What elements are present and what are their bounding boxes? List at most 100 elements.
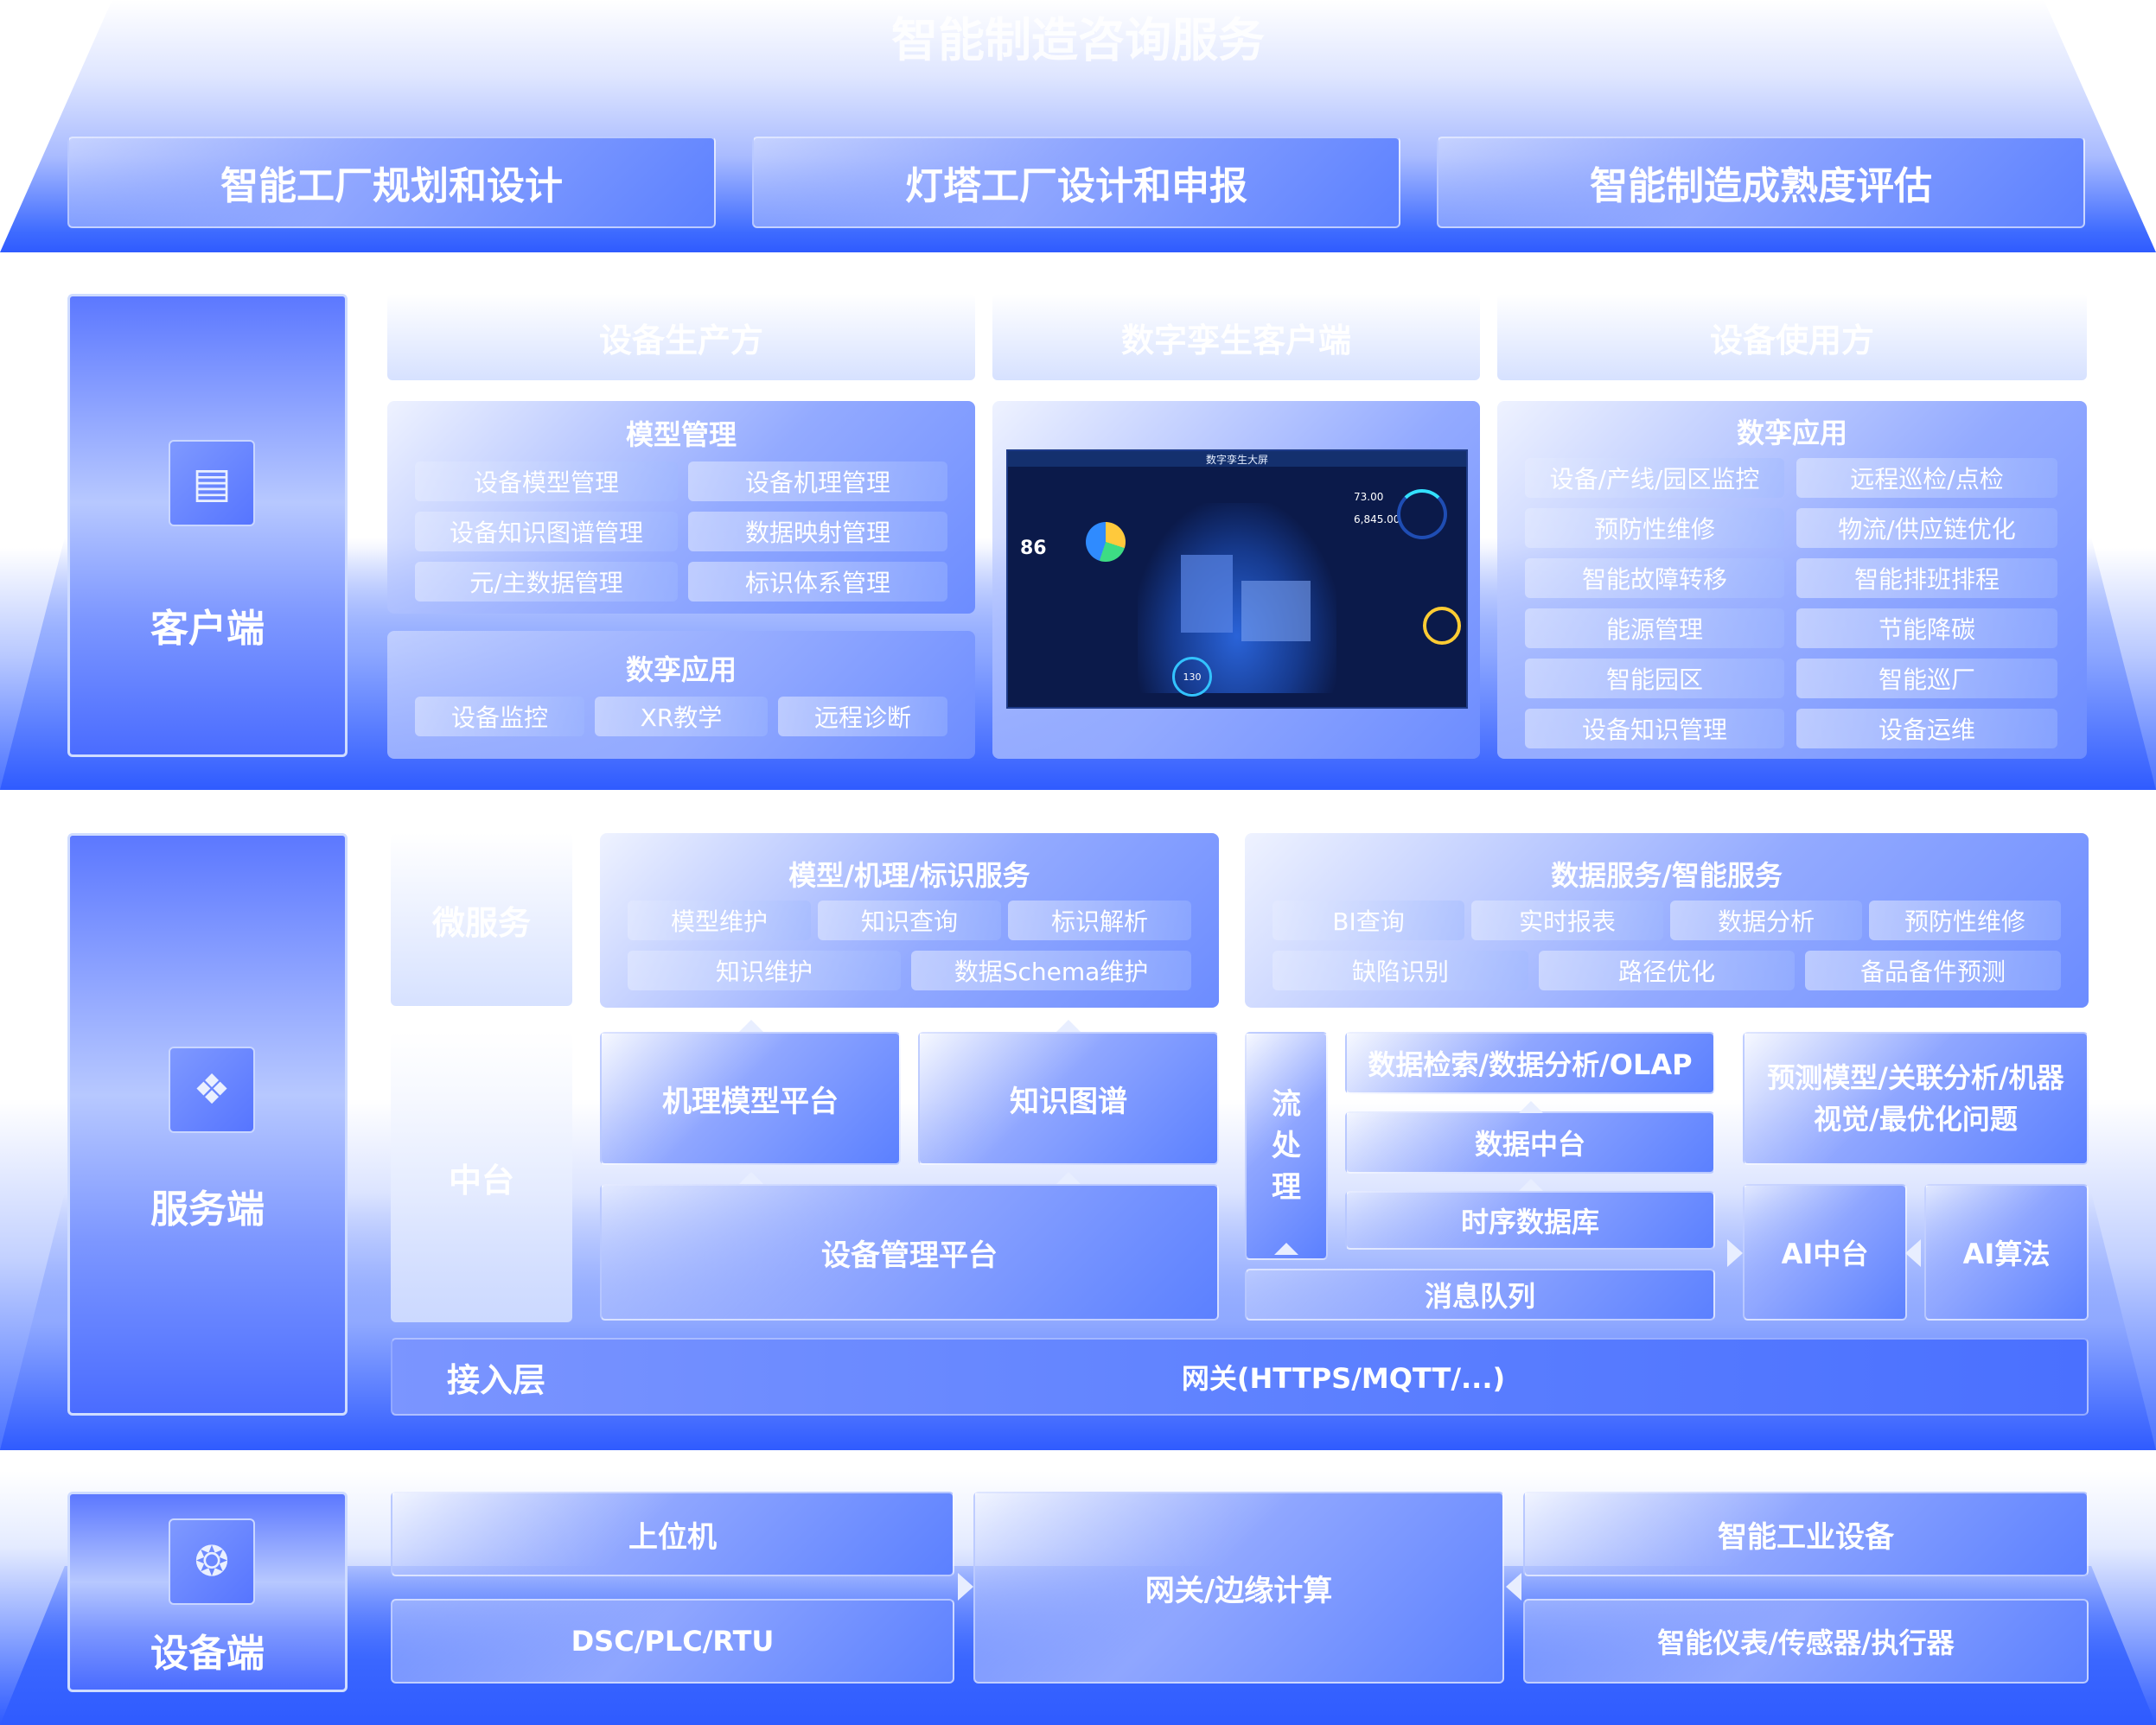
data-service-item-3: 预防性维修	[1869, 901, 2061, 940]
twin-app-left-title: 数孪应用	[625, 653, 737, 686]
data-service-item-6: 备品备件预测	[1805, 951, 2061, 990]
twin-app-right-item-3: 物流/供应链优化	[1796, 508, 2057, 548]
client-label: 客户端	[150, 607, 265, 651]
data-service-item-1: 实时报表	[1471, 901, 1663, 940]
twin-app-right-item-1: 远程巡检/点检	[1796, 458, 2057, 498]
olap-box: 数据检索/数据分析/OLAP	[1345, 1032, 1715, 1094]
twin-app-left-item-2: 远程诊断	[778, 697, 947, 736]
gateway-protocols: 网关(HTTPS/MQTT/...)	[1181, 1362, 1506, 1395]
model-mgmt-title: 模型管理	[625, 418, 737, 451]
cube-icon: ❂	[169, 1518, 255, 1605]
chart-icon: ▤	[169, 440, 255, 526]
tier-consulting: 智能制造咨询服务 智能工厂规划和设计 灯塔工厂设计和申报 智能制造成熟度评估	[0, 0, 2156, 252]
twin-gauge	[1397, 489, 1447, 539]
consulting-item-0: 智能工厂规划和设计	[67, 137, 716, 228]
twin-kpi-4: 130	[1172, 657, 1212, 697]
timeseries-db: 时序数据库	[1345, 1191, 1715, 1250]
arrow-right-icon	[1727, 1239, 1743, 1267]
model-service-title: 模型/机理/标识服务	[788, 859, 1030, 892]
twin-screen-group: 数字孪生大屏 86 73.00 6,845.00 130	[992, 401, 1480, 759]
twin-app-right-title: 数孪应用	[1736, 417, 1847, 449]
twin-dashboard-title: 数字孪生大屏	[1205, 454, 1268, 466]
model-mgmt-item-5: 标识体系管理	[688, 562, 947, 602]
data-middle-platform: 数据中台	[1345, 1111, 1715, 1174]
access-layer-row: 接入层 网关(HTTPS/MQTT/...)	[391, 1338, 2089, 1416]
arrow-up-icon	[1519, 1101, 1543, 1113]
model-mgmt-item-0: 设备模型管理	[415, 461, 678, 501]
data-service-group: 数据服务/智能服务 BI查询 实时报表 数据分析 预防性维修 缺陷识别 路径优化…	[1245, 833, 2089, 1008]
knowledge-graph-box: 知识图谱	[918, 1032, 1219, 1165]
client-side-panel: ▤ 客户端	[67, 294, 348, 757]
stream-processing: 流处理	[1245, 1032, 1328, 1260]
twin-app-right-item-11: 设备运维	[1796, 709, 2057, 748]
model-service-item-3: 知识维护	[628, 951, 901, 990]
data-service-item-0: BI查询	[1273, 901, 1464, 940]
arrow-left-icon	[1905, 1239, 1921, 1267]
access-layer-label: 接入层	[446, 1360, 545, 1399]
ai-middle-platform: AI中台	[1743, 1184, 1907, 1321]
arrow-up-icon	[739, 1020, 763, 1032]
arrow-left-icon	[1506, 1573, 1521, 1601]
twin-kpi-3: 6,845.00	[1354, 513, 1400, 525]
col-user: 设备使用方	[1497, 294, 2087, 380]
twin-app-right-item-0: 设备/产线/园区监控	[1525, 458, 1784, 498]
arrow-up-icon	[1519, 1179, 1543, 1191]
host-computer: 上位机	[391, 1492, 954, 1576]
middle-platform-label: 中台	[391, 1032, 572, 1322]
device-management-platform: 设备管理平台	[600, 1184, 1219, 1321]
consulting-item-1: 灯塔工厂设计和申报	[752, 137, 1400, 228]
twin-kpi-2: 73.00	[1354, 491, 1384, 503]
tier-client: ▤ 客户端 设备生产方 数字孪生客户端 设备使用方 模型管理 设备模型管理 设备…	[0, 252, 2156, 790]
tier-device: ❂ 设备端 上位机 DSC/PLC/RTU 网关/边缘计算 智能工业设备 智能仪…	[0, 1471, 2156, 1725]
twin-donut	[1423, 607, 1461, 645]
arrow-up-icon	[1274, 1243, 1298, 1255]
server-side-panel: ❖ 服务端	[67, 833, 348, 1416]
industrial-devices: 智能工业设备	[1523, 1492, 2089, 1576]
twin-kpi-1: 86	[1020, 538, 1047, 559]
arrow-up-icon	[739, 1172, 763, 1184]
twin-dashboard-screen: 数字孪生大屏 86 73.00 6,845.00 130	[1006, 449, 1468, 709]
twin-app-right-item-7: 节能降碳	[1796, 608, 2057, 648]
data-service-item-5: 路径优化	[1539, 951, 1795, 990]
data-service-item-4: 缺陷识别	[1273, 951, 1528, 990]
consulting-title: 智能制造咨询服务	[891, 12, 1265, 67]
plc-devices: DSC/PLC/RTU	[391, 1599, 954, 1684]
twin-app-right-item-10: 设备知识管理	[1525, 709, 1784, 748]
model-mgmt-item-3: 数据映射管理	[688, 512, 947, 551]
data-service-item-2: 数据分析	[1670, 901, 1862, 940]
model-mgmt-group: 模型管理 设备模型管理 设备机理管理 设备知识图谱管理 数据映射管理 元/主数据…	[387, 401, 975, 614]
mechanism-model-platform: 机理模型平台	[600, 1032, 901, 1165]
arrow-up-icon	[1056, 1020, 1081, 1032]
twin-app-left-item-1: XR教学	[595, 697, 768, 736]
twin-app-right-item-2: 预防性维修	[1525, 508, 1784, 548]
twin-app-left-item-0: 设备监控	[415, 697, 584, 736]
ai-algorithm: AI算法	[1924, 1184, 2089, 1321]
twin-app-right-item-5: 智能排班排程	[1796, 558, 2057, 598]
twin-app-right-item-4: 智能故障转移	[1525, 558, 1784, 598]
tier-server: ❖ 服务端 微服务 中台 模型/机理/标识服务 模型维护 知识查询 标识解析 知…	[0, 812, 2156, 1450]
model-service-item-1: 知识查询	[818, 901, 1001, 940]
consulting-item-2: 智能制造成熟度评估	[1437, 137, 2085, 228]
twin-app-right-item-6: 能源管理	[1525, 608, 1784, 648]
model-service-item-0: 模型维护	[628, 901, 811, 940]
diamond-grid-icon: ❖	[169, 1047, 255, 1133]
model-service-group: 模型/机理/标识服务 模型维护 知识查询 标识解析 知识维护 数据Schema维…	[600, 833, 1219, 1008]
model-service-item-4: 数据Schema维护	[911, 951, 1191, 990]
twin-app-left-group: 数孪应用 设备监控 XR教学 远程诊断	[387, 631, 975, 759]
twin-pie-chart	[1086, 522, 1126, 562]
micro-service-label: 微服务	[391, 833, 572, 1006]
device-label: 设备端	[150, 1632, 265, 1676]
model-mgmt-item-4: 元/主数据管理	[415, 562, 678, 602]
server-label: 服务端	[150, 1187, 265, 1232]
model-service-item-2: 标识解析	[1008, 901, 1191, 940]
edge-gateway: 网关/边缘计算	[973, 1492, 1504, 1684]
col-producer: 设备生产方	[387, 294, 975, 380]
twin-app-right-group: 数孪应用 设备/产线/园区监控 远程巡检/点检 预防性维修 物流/供应链优化 智…	[1497, 401, 2087, 759]
data-service-title: 数据服务/智能服务	[1551, 859, 1783, 892]
arrow-up-icon	[1056, 1172, 1081, 1184]
twin-app-right-item-9: 智能巡厂	[1796, 659, 2057, 698]
device-side-panel: ❂ 设备端	[67, 1492, 348, 1692]
model-mgmt-item-2: 设备知识图谱管理	[415, 512, 678, 551]
model-mgmt-item-1: 设备机理管理	[688, 461, 947, 501]
